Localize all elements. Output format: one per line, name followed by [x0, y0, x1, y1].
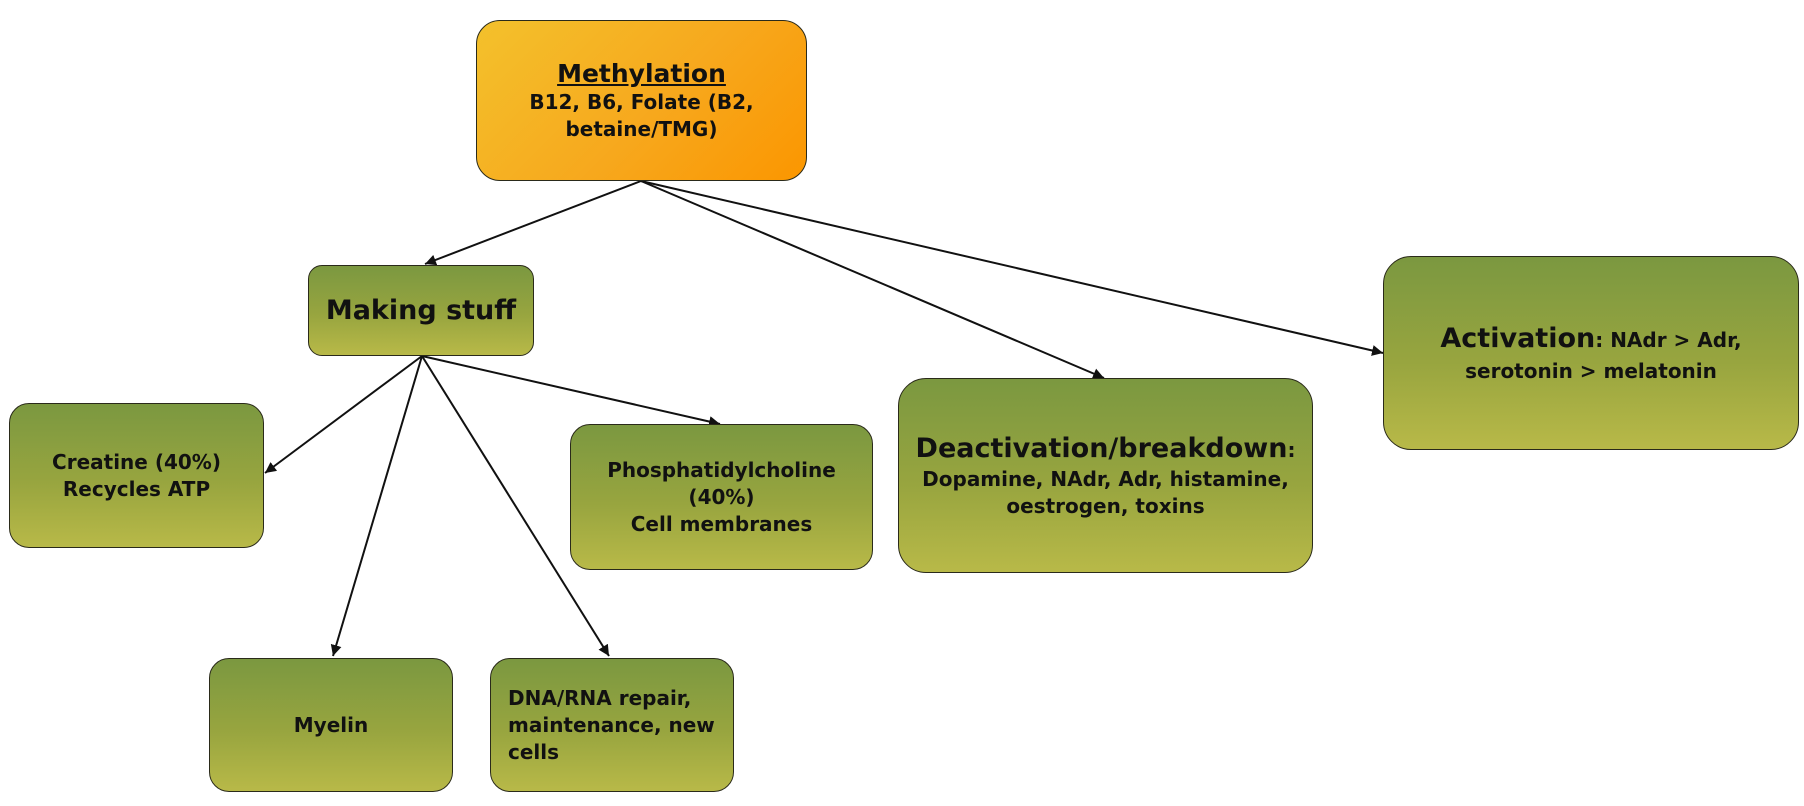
creatine-line1: Creatine (40%)	[52, 449, 221, 474]
myelin-label: Myelin	[293, 712, 369, 737]
dna-rna-label: DNA/RNA repair, maintenance, new cells	[508, 685, 715, 764]
node-phosphatidylcholine[interactable]: Phosphatidylcholine (40%) Cell membranes	[570, 424, 873, 570]
edge-making-stuff-to-creatine	[264, 355, 423, 474]
node-myelin[interactable]: Myelin	[209, 658, 453, 792]
edge-making-stuff-to-myelin	[330, 355, 423, 657]
phosphatidylcholine-line1: Phosphatidylcholine	[607, 457, 836, 482]
methylation-title: Methylation	[557, 58, 726, 88]
deactivation-head: Deactivation/breakdown	[915, 432, 1288, 464]
node-deactivation[interactable]: Deactivation/breakdown: Dopamine, NAdr, …	[898, 378, 1313, 573]
deactivation-heading: Deactivation/breakdown:	[916, 431, 1296, 466]
edge-making-stuff-to-dna-rna	[421, 355, 610, 657]
activation-head: Activation	[1440, 323, 1596, 355]
edge-methylation-to-deactivation	[640, 180, 1105, 379]
node-creatine[interactable]: Creatine (40%) Recycles ATP	[9, 403, 264, 548]
deactivation-colon: :	[1287, 437, 1296, 462]
node-making-stuff[interactable]: Making stuff	[308, 265, 534, 356]
node-activation[interactable]: Activation: NAdr > Adr, serotonin > mela…	[1383, 256, 1799, 450]
edge-methylation-to-activation	[640, 180, 1384, 356]
edge-making-stuff-to-phosphatidylcholine	[421, 355, 721, 427]
deactivation-body: Dopamine, NAdr, Adr, histamine, oestroge…	[922, 467, 1289, 519]
node-dna-rna[interactable]: DNA/RNA repair, maintenance, new cells	[490, 658, 734, 792]
making-stuff-label: Making stuff	[325, 294, 517, 326]
node-methylation[interactable]: Methylation B12, B6, Folate (B2, betaine…	[476, 20, 807, 181]
phosphatidylcholine-line3: Cell membranes	[630, 511, 813, 536]
activation-rest: : NAdr > Adr, serotonin > melatonin	[1465, 328, 1742, 383]
edge-methylation-to-making-stuff	[424, 180, 642, 266]
methylation-body: B12, B6, Folate (B2, betaine/TMG)	[529, 89, 754, 141]
creatine-line2: Recycles ATP	[62, 476, 211, 501]
activation-text: Activation: NAdr > Adr, serotonin > mela…	[1426, 321, 1756, 384]
phosphatidylcholine-line2: (40%)	[688, 484, 755, 509]
